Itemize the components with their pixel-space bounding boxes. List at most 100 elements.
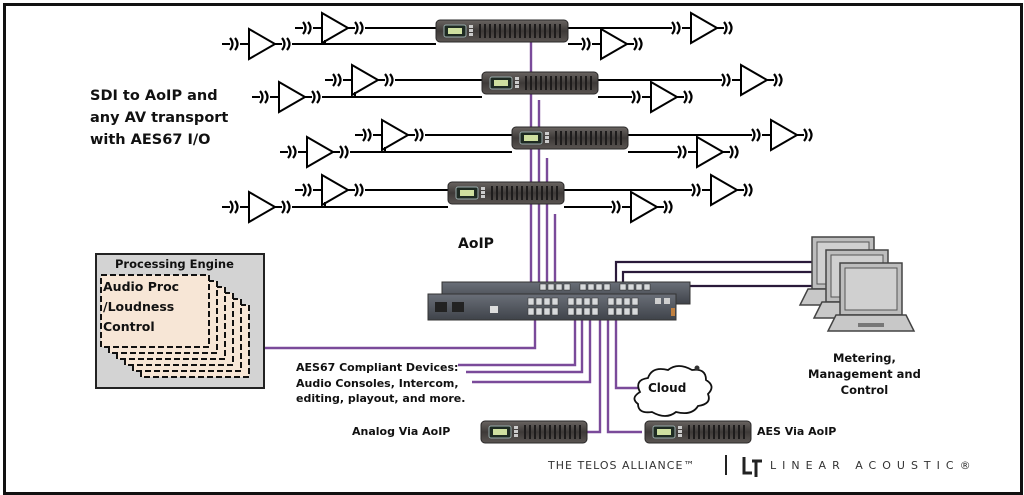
amplifier-icon [321,11,351,45]
ethernet-port [563,283,571,291]
connector-icon [362,128,372,142]
metering-line3: Control [840,383,889,397]
metering-label: Metering, Management and Control [808,350,921,398]
ethernet-port [615,297,623,306]
engine-line2: /Loudness [103,299,175,314]
aes67-line1: AES67 Compliant Devices: [296,361,459,374]
aoip-device-row [511,126,629,150]
ethernet-port [631,297,639,306]
amplifier-icon [690,11,720,45]
ethernet-port [567,297,575,306]
connector-icon [743,183,753,197]
connector-icon [683,90,693,104]
ethernet-port [583,297,591,306]
connector-icon [663,200,673,214]
metering-line2: Management and [808,367,921,381]
ethernet-port [591,307,599,316]
ethernet-port [627,283,635,291]
cloud-icon [633,365,713,417]
amplifier-icon [696,135,726,169]
connector-icon [229,200,239,214]
signal-chain-row [252,63,783,114]
sdi-title: SDI to AoIP and any AV transport with AE… [90,85,228,151]
devices-layer [435,19,752,444]
engine-line1: Audio Proc [103,279,180,294]
connector-icon [729,145,739,159]
aoip-label: AoIP [458,236,494,252]
analog-via-aoip-label: Analog Via AoIP [352,425,451,438]
engine-line3: Control [103,319,155,334]
control-wire [621,270,824,286]
aoip-wire [458,318,577,367]
amplifier-icon [278,80,308,114]
ethernet-port [535,297,543,306]
aes67-devices-label: AES67 Compliant Devices: Audio Consoles,… [296,360,465,407]
ethernet-port [607,297,615,306]
amplifier-icon [248,27,278,61]
signal-chain-row [222,173,753,224]
connector-icon [354,21,364,35]
connector-icon [633,37,643,51]
aoip-wire [466,318,584,374]
aoip-wire [614,318,638,390]
signal-chain-row [222,11,733,61]
control-wire [614,260,812,286]
cloud-label: Cloud [648,381,687,395]
amplifier-icon [650,80,680,114]
amplifier-icon [306,135,336,169]
ethernet-port [527,307,535,316]
sdi-title-line3: with AES67 I/O [90,132,211,148]
ethernet-port [555,283,563,291]
connector-icon [677,145,687,159]
amplifier-icon [740,63,770,97]
ethernet-port [623,297,631,306]
connector-icon [281,200,291,214]
ethernet-port [623,307,631,316]
engine-layer [100,274,210,348]
connector-icon [354,183,364,197]
ethernet-port [543,297,551,306]
connector-icon [384,73,394,87]
connector-icon [259,90,269,104]
connector-icon [302,21,312,35]
amplifier-icon [248,190,278,224]
connector-icon [581,37,591,51]
processing-engine-text: Audio Proc /Loudness Control [103,277,179,337]
engine-stack [100,274,250,378]
connector-icon [311,90,321,104]
ethernet-port [607,307,615,316]
ethernet-port [551,297,559,306]
ethernet-port [619,283,627,291]
ethernet-port [635,283,643,291]
linear-acoustic-logo-icon [742,457,762,477]
connector-icon [773,73,783,87]
connector-icon [414,128,424,142]
ethernet-port [615,307,623,316]
amplifier-icon [710,173,740,207]
connector-icon [721,73,731,87]
connector-icon [611,200,621,214]
ethernet-port [543,307,551,316]
ethernet-port [551,307,559,316]
connector-icon [229,37,239,51]
ethernet-port [527,297,535,306]
connector-icon [751,128,761,142]
aoip-wire [584,318,602,434]
amplifier-icon [600,27,630,61]
connector-icon [339,145,349,159]
ethernet-port [631,307,639,316]
cloud-shape [633,365,713,417]
ethernet-port [603,283,611,291]
aes-aoip-device [644,420,752,444]
connector-icon [803,128,813,142]
ethernet-port [595,283,603,291]
connector-icon [723,21,733,35]
ethernet-port [567,307,575,316]
aoip-wire [472,318,592,384]
aoip-device-row [435,19,569,43]
ethernet-port [547,283,555,291]
sfp-port [452,302,464,312]
aes67-line2: Audio Consoles, Intercom, [296,376,459,390]
sdi-title-line2: any AV transport [90,110,229,126]
